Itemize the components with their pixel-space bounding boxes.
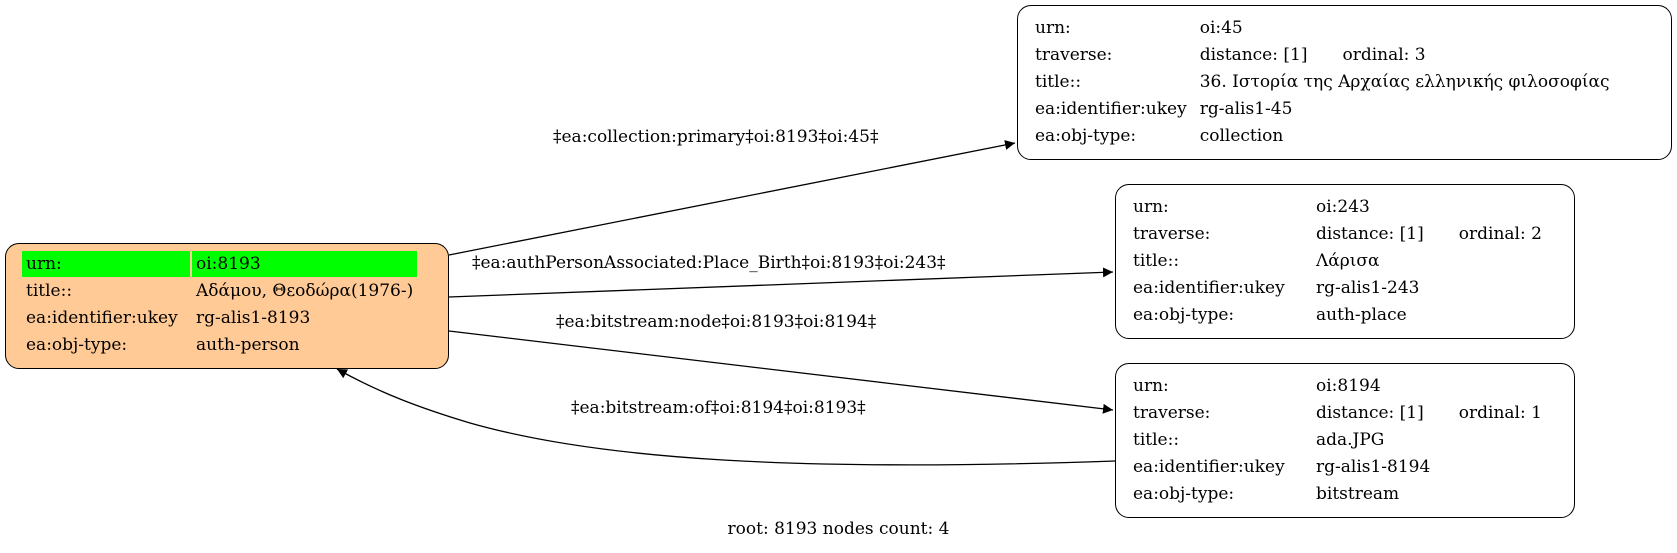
n45-ukey-value: rg-alis1-45 — [1199, 99, 1293, 119]
n8194-urn-row: urn: oi:8194 — [1130, 373, 1545, 399]
n45-type-key: ea:obj-type: — [1035, 126, 1137, 146]
n8194-ordinal: ordinal: 1 — [1458, 403, 1542, 423]
n243-distance: distance: [1] — [1316, 224, 1424, 244]
root-urn-value: oi:8193 — [192, 251, 418, 277]
place-node[interactable]: urn: oi:243 traverse: distance: [1] ordi… — [1115, 184, 1575, 339]
edge-place-birth — [448, 267, 1114, 298]
n243-title-key: title:: — [1133, 251, 1180, 271]
root-ukey-row: ea:identifier:ukey rg-alis1-8193 — [22, 305, 417, 331]
n243-ukey-value: rg-alis1-243 — [1316, 278, 1420, 298]
edge-label-collection-primary: ‡ea:collection:primary‡oi:8193‡oi:45‡ — [553, 127, 879, 147]
root-type-key: ea:obj-type: — [26, 335, 128, 355]
n45-urn-row: urn: oi:45 — [1032, 15, 1659, 41]
n45-ukey-key: ea:identifier:ukey — [1035, 99, 1187, 119]
n243-type-key: ea:obj-type: — [1133, 305, 1235, 325]
root-node[interactable]: urn: oi:8193 title:: Αδάμου, Θεοδώρα(197… — [5, 243, 449, 369]
n45-title-row: title:: 36. Ιστορία της Αρχαίας ελληνική… — [1032, 69, 1659, 95]
edge-collection-primary — [448, 140, 1016, 256]
n8194-urn-value: oi:8194 — [1316, 376, 1381, 396]
n8194-ukey-value: rg-alis1-8194 — [1316, 457, 1431, 477]
n45-urn-key: urn: — [1035, 18, 1071, 38]
n8194-distance: distance: [1] — [1316, 403, 1424, 423]
n8194-type-value: bitstream — [1316, 484, 1400, 504]
edge-label-place-birth: ‡ea:authPersonAssociated:Place_Birth‡oi:… — [472, 253, 946, 273]
n45-ukey-row: ea:identifier:ukey rg-alis1-45 — [1032, 96, 1659, 122]
n8194-traverse-row: traverse: distance: [1] ordinal: 1 — [1130, 400, 1545, 426]
n45-traverse-row: traverse: distance: [1] ordinal: 3 — [1032, 42, 1659, 68]
n45-title-value: 36. Ιστορία της Αρχαίας ελληνικής φιλοσο… — [1199, 72, 1610, 92]
n45-urn-value: oi:45 — [1199, 18, 1243, 38]
n8194-urn-key: urn: — [1133, 376, 1169, 396]
collection-node[interactable]: urn: oi:45 traverse: distance: [1] ordin… — [1017, 5, 1672, 160]
n243-ukey-row: ea:identifier:ukey rg-alis1-243 — [1130, 275, 1545, 301]
edge-bitstream-of — [336, 368, 1116, 466]
edge-bitstream-node — [448, 330, 1114, 414]
n243-ukey-key: ea:identifier:ukey — [1133, 278, 1285, 298]
n243-urn-key: urn: — [1133, 197, 1169, 217]
n45-ordinal: ordinal: 3 — [1342, 45, 1426, 65]
bitstream-node[interactable]: urn: oi:8194 traverse: distance: [1] ord… — [1115, 363, 1575, 518]
n8194-title-key: title:: — [1133, 430, 1180, 450]
n8194-title-row: title:: ada.JPG — [1130, 427, 1545, 453]
n243-urn-row: urn: oi:243 — [1130, 194, 1545, 220]
n243-type-row: ea:obj-type: auth-place — [1130, 302, 1545, 328]
n8194-ukey-key: ea:identifier:ukey — [1133, 457, 1285, 477]
root-title-row: title:: Αδάμου, Θεοδώρα(1976-) — [22, 278, 417, 304]
root-ukey-key: ea:identifier:ukey — [26, 308, 178, 328]
graph-footer-caption: root: 8193 nodes count: 4 — [727, 519, 950, 539]
edge-label-bitstream-node: ‡ea:bitstream:node‡oi:8193‡oi:8194‡ — [556, 312, 877, 332]
n243-title-row: title:: Λάρισα — [1130, 248, 1545, 274]
n8194-traverse-key: traverse: — [1133, 403, 1211, 423]
n243-ordinal: ordinal: 2 — [1458, 224, 1542, 244]
n45-type-row: ea:obj-type: collection — [1032, 123, 1659, 149]
n45-distance: distance: [1] — [1199, 45, 1308, 65]
n243-type-value: auth-place — [1316, 305, 1407, 325]
root-type-row: ea:obj-type: auth-person — [22, 332, 417, 358]
root-title-key: title:: — [26, 281, 73, 301]
root-ukey-value: rg-alis1-8193 — [196, 308, 311, 328]
root-title-value: Αδάμου, Θεοδώρα(1976-) — [196, 281, 414, 301]
n8194-title-value: ada.JPG — [1316, 430, 1385, 450]
n45-title-key: title:: — [1035, 72, 1082, 92]
root-type-value: auth-person — [196, 335, 300, 355]
n8194-ukey-row: ea:identifier:ukey rg-alis1-8194 — [1130, 454, 1545, 480]
edge-label-bitstream-of: ‡ea:bitstream:of‡oi:8194‡oi:8193‡ — [571, 398, 866, 418]
n243-traverse-key: traverse: — [1133, 224, 1211, 244]
n243-title-value: Λάρισα — [1316, 251, 1380, 271]
n8194-type-key: ea:obj-type: — [1133, 484, 1235, 504]
n45-traverse-key: traverse: — [1035, 45, 1113, 65]
n45-type-value: collection — [1199, 126, 1284, 146]
n243-urn-value: oi:243 — [1316, 197, 1370, 217]
root-urn-key: urn: — [22, 251, 190, 277]
root-urn-row: urn: oi:8193 — [22, 251, 418, 277]
n8194-type-row: ea:obj-type: bitstream — [1130, 481, 1545, 507]
n243-traverse-row: traverse: distance: [1] ordinal: 2 — [1130, 221, 1545, 247]
